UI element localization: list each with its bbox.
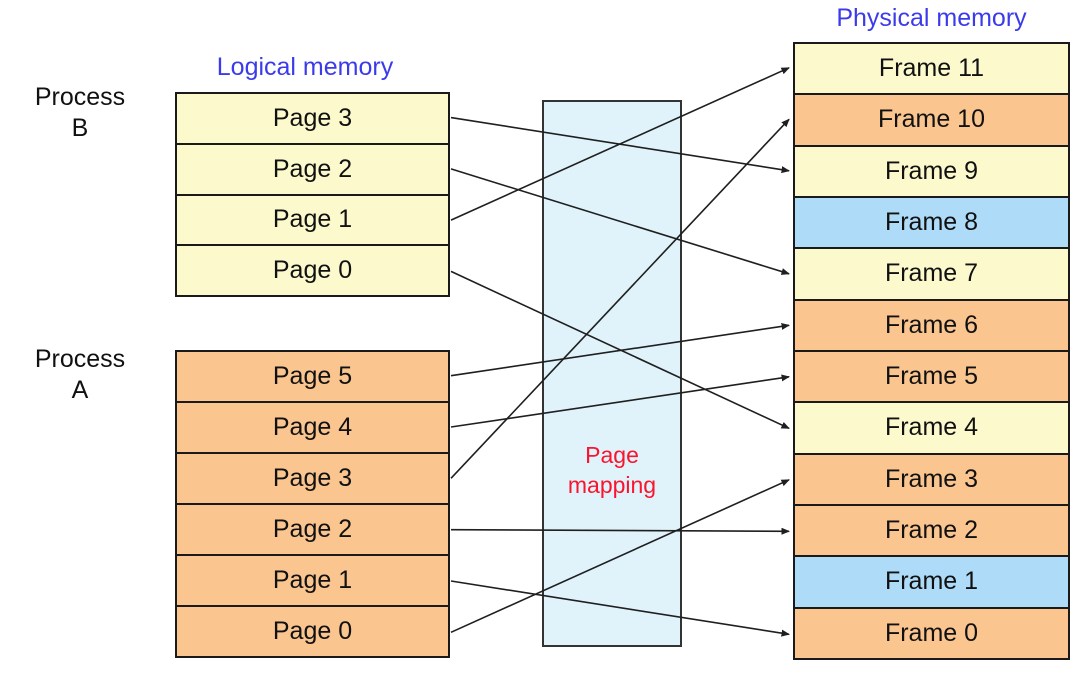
physical-frame-row-2: Frame 2 (795, 503, 1068, 556)
page-mapping-box: Page mapping (542, 100, 682, 647)
physical-frame-row-9: Frame 9 (795, 144, 1068, 196)
process-a-page-row-4: Page 4 (177, 401, 448, 452)
page-mapping-label-line2: mapping (567, 472, 657, 498)
physical-frame-row-0: Frame 0 (795, 606, 1068, 658)
process-b-page-row-1: Page 1 (177, 193, 448, 245)
physical-frame-row-4: Frame 4 (795, 401, 1068, 453)
physical-frame-row-1: Frame 1 (795, 555, 1068, 607)
process-b-page-row-2: Page 2 (177, 142, 448, 194)
process-a-label-line1: Process (34, 345, 126, 373)
process-a-page-row-2: Page 2 (177, 503, 448, 554)
physical-frame-row-6: Frame 6 (795, 298, 1068, 350)
process-a-label: Process A (15, 344, 145, 406)
process-b-label-line2: B (71, 114, 89, 142)
physical-frame-row-8: Frame 8 (795, 195, 1068, 248)
process-b-label-line1: Process (34, 83, 126, 111)
process-a-page-row-5: Page 5 (177, 352, 448, 401)
page-mapping-label-line1: Page (585, 442, 639, 468)
process-a-page-row-0: Page 0 (177, 605, 448, 656)
physical-frame-row-3: Frame 3 (795, 452, 1068, 504)
process-a-page-row-3: Page 3 (177, 452, 448, 503)
process-b-label: Process B (15, 82, 145, 144)
physical-frame-row-5: Frame 5 (795, 349, 1068, 402)
physical-frame-row-7: Frame 7 (795, 247, 1068, 299)
logical-memory-title: Logical memory (216, 53, 394, 81)
physical-frame-row-10: Frame 10 (795, 93, 1068, 145)
process-b-page-row-3: Page 3 (177, 94, 448, 143)
physical-frame-row-11: Frame 11 (795, 44, 1068, 94)
page-mapping-label: Page mapping (544, 440, 680, 500)
physical-memory-title: Physical memory (836, 4, 1027, 32)
process-a-page-row-1: Page 1 (177, 554, 448, 605)
process-b-page-row-0: Page 0 (177, 244, 448, 295)
process-a-label-line2: A (71, 376, 89, 404)
